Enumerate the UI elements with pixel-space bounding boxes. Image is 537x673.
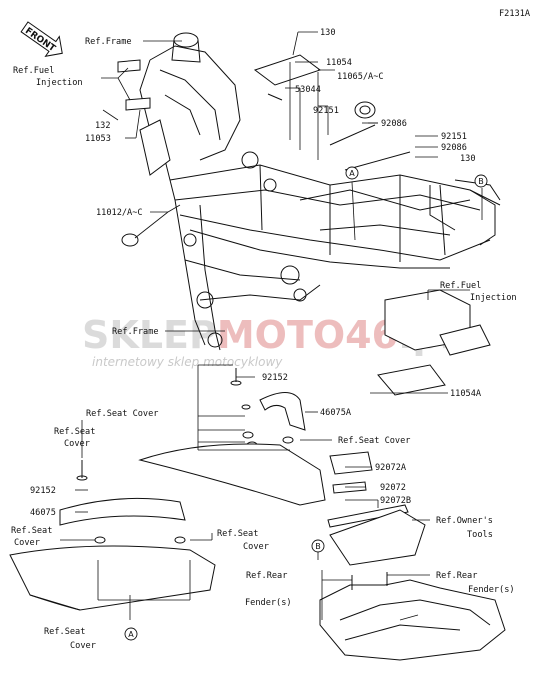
callout-b-bottom: B <box>311 539 325 553</box>
figure-code: F2131A <box>499 9 531 19</box>
svg-text:Fender(s): Fender(s) <box>468 585 515 595</box>
label-92072a: 92072A <box>375 463 407 473</box>
front-arrow-icon: FRONT <box>20 21 63 57</box>
callout-a-top: A <box>345 166 359 180</box>
svg-text:internetowy sklep motocyklowy: internetowy sklep motocyklowy <box>92 355 283 369</box>
label-ref-rear-fender-left: Ref.Rear <box>246 571 287 581</box>
part-labels: Ref.Frame Ref.Fuel Injection 132 11053 1… <box>11 28 517 651</box>
label-11054: 11054 <box>326 58 352 68</box>
label-92086-b: 92086 <box>441 143 467 153</box>
label-ref-fuel-injection-right: Ref.Fuel <box>440 281 481 291</box>
label-ref-frame-top: Ref.Frame <box>85 37 132 47</box>
label-ref-seat-cover-1: Ref.Seat Cover <box>86 409 158 419</box>
watermark: SKLEPMOTO46.pl internetowy sklep motocyk… <box>82 313 453 369</box>
svg-text:Fender(s): Fender(s) <box>245 598 292 608</box>
svg-text:A: A <box>349 169 355 178</box>
leader-lines <box>60 31 483 621</box>
label-53044: 53044 <box>295 85 321 95</box>
callout-a-bottom: A <box>124 627 138 641</box>
svg-text:Cover: Cover <box>70 641 96 651</box>
label-92151-b: 92151 <box>441 132 467 142</box>
label-92152-top: 92152 <box>262 373 288 383</box>
svg-text:Injection: Injection <box>470 293 517 303</box>
label-130-mid: 130 <box>460 154 476 164</box>
label-46075a: 46075A <box>320 408 352 418</box>
label-ref-seat-cover-2: Ref.Seat Cover <box>338 436 410 446</box>
seat-parts-drawing <box>9 368 506 661</box>
svg-text:Cover: Cover <box>64 439 90 449</box>
label-92151-a: 92151 <box>313 106 339 116</box>
callout-b-top: B <box>474 174 488 188</box>
label-92086-a: 92086 <box>381 119 407 129</box>
label-132: 132 <box>95 121 111 131</box>
svg-text:B: B <box>478 177 484 186</box>
svg-text:Cover: Cover <box>14 538 40 548</box>
label-11053: 11053 <box>85 134 111 144</box>
label-ref-fuel-injection-left: Ref.Fuel <box>13 66 54 76</box>
svg-text:Tools: Tools <box>467 530 493 540</box>
label-ref-rear-fender-right: Ref.Rear <box>436 571 477 581</box>
label-ref-seat-cover-4: Ref.Seat <box>11 526 52 536</box>
svg-text:A: A <box>128 630 134 639</box>
label-92072b: 92072B <box>380 496 411 506</box>
label-11054a: 11054A <box>450 389 482 399</box>
label-ref-frame-mid: Ref.Frame <box>112 327 159 337</box>
label-ref-owners-tools: Ref.Owner's <box>436 516 493 526</box>
label-92072: 92072 <box>380 483 406 493</box>
label-46075: 46075 <box>30 508 56 518</box>
svg-text:B: B <box>315 542 321 551</box>
frame-drawing <box>117 32 501 396</box>
svg-text:Cover: Cover <box>243 542 269 552</box>
label-92152-left: 92152 <box>30 486 56 496</box>
svg-text:Injection: Injection <box>36 78 83 88</box>
label-ref-seat-cover-6: Ref.Seat <box>44 627 85 637</box>
label-11065: 11065/A~C <box>337 72 384 82</box>
label-ref-seat-cover-5: Ref.Seat <box>217 529 258 539</box>
label-130-top: 130 <box>320 28 336 38</box>
svg-text:SKLEPMOTO46.pl: SKLEPMOTO46.pl <box>82 313 453 357</box>
label-11012: 11012/A~C <box>96 208 143 218</box>
label-ref-seat-cover-3: Ref.Seat <box>54 427 95 437</box>
